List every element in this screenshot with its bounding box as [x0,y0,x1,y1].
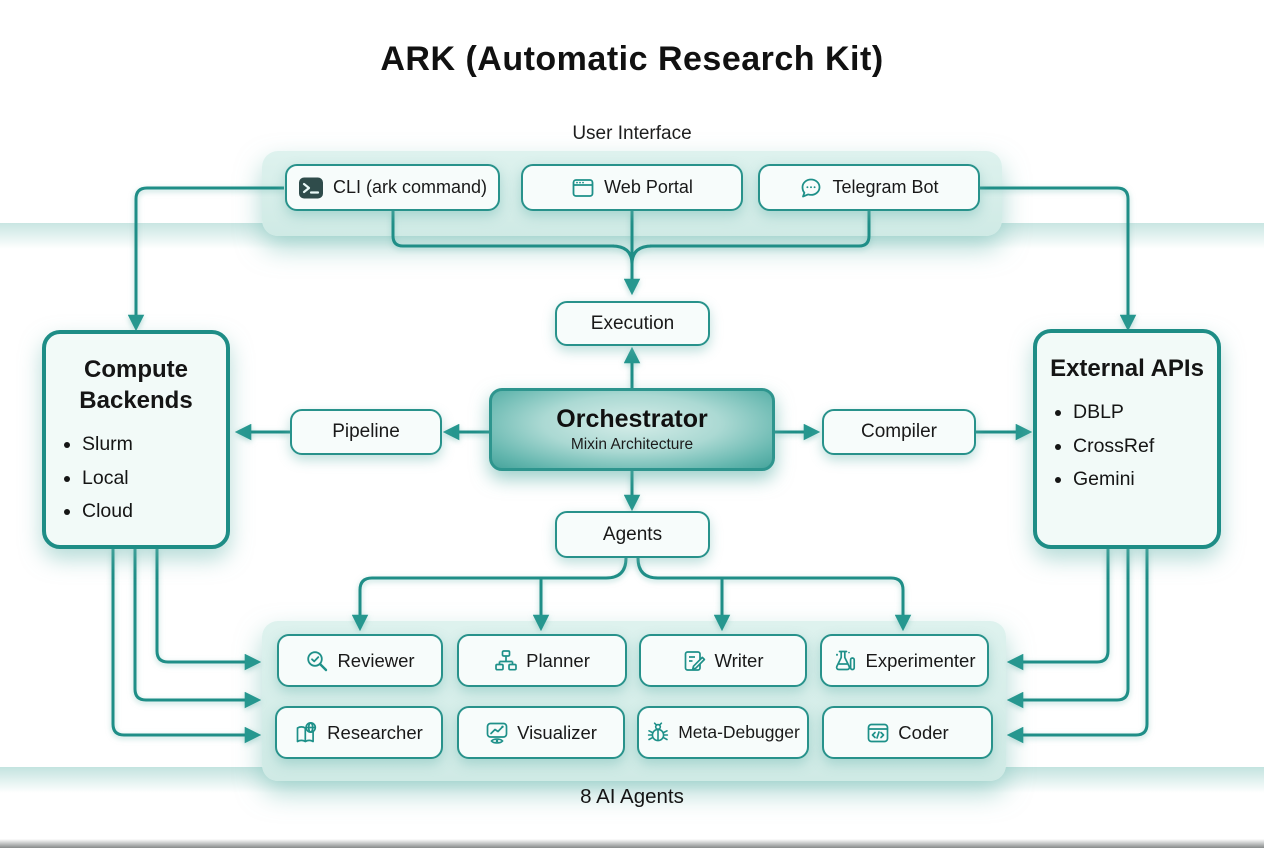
code-window-icon [866,721,890,745]
external-apis-title: External APIs [1050,355,1204,382]
agent-label: Experimenter [865,649,976,671]
agent-label: Coder [898,721,949,743]
agent-experimenter: Experimenter [820,634,989,687]
execution-label: Execution [590,312,675,334]
agent-label: Visualizer [517,721,597,743]
agent-reviewer: Reviewer [277,634,443,687]
compute-backends-list: Slurm Local Cloud [46,428,226,529]
web-portal-label: Web Portal [604,177,693,197]
bug-icon [646,721,670,745]
agent-visualizer: Visualizer [457,706,625,759]
external-apis-list: DBLP CrossRef Gemini [1037,396,1217,497]
agent-coder: Coder [822,706,993,759]
list-item: Local [82,462,226,496]
list-item: CrossRef [1073,430,1217,464]
list-item: DBLP [1073,396,1217,430]
chat-bubble-icon [799,176,823,200]
browser-icon [571,176,595,200]
orchestrator-subtitle: Mixin Architecture [570,436,694,453]
book-globe-icon [295,721,319,745]
list-item: Cloud [82,495,226,529]
compute-backends-title: Compute Backends [79,356,193,415]
agents-hub-node: Agents [555,511,710,558]
diagram-title: ARK (Automatic Research Kit) [380,40,884,78]
agent-researcher: Researcher [275,706,443,759]
flowchart-icon [494,649,518,673]
agent-meta-debugger: Meta-Debugger [637,706,809,759]
magnifier-check-icon [305,649,329,673]
agent-writer: Writer [639,634,807,687]
telegram-bot-node: Telegram Bot [758,164,980,211]
execution-node: Execution [555,301,710,346]
list-item: Gemini [1073,463,1217,497]
compute-backends-box: Compute Backends Slurm Local Cloud [42,330,230,549]
orchestrator-node: Orchestrator Mixin Architecture [489,388,775,471]
agent-label: Meta-Debugger [678,722,800,742]
telegram-bot-label: Telegram Bot [832,177,939,197]
pipeline-label: Pipeline [332,421,400,442]
web-portal-node: Web Portal [521,164,743,211]
cli-node: CLI (ark command) [285,164,500,211]
cli-label: CLI (ark command) [332,177,488,197]
flask-icon [833,649,857,673]
chart-eye-icon [485,721,509,745]
orchestrator-title: Orchestrator [556,405,708,433]
external-apis-box: External APIs DBLP CrossRef Gemini [1033,329,1221,549]
compiler-label: Compiler [860,421,938,442]
agents-caption: 8 AI Agents [580,785,684,808]
terminal-icon [298,175,324,201]
agent-label: Writer [714,649,764,671]
pipeline-node: Pipeline [290,409,442,455]
agents-hub-label: Agents [602,523,663,545]
document-pencil-icon [683,649,707,673]
agent-label: Planner [526,649,590,671]
agent-label: Researcher [327,721,423,743]
list-item: Slurm [82,428,226,462]
agent-label: Reviewer [337,649,415,671]
user-interface-label: User Interface [572,123,692,144]
agent-planner: Planner [457,634,627,687]
compiler-node: Compiler [822,409,976,455]
